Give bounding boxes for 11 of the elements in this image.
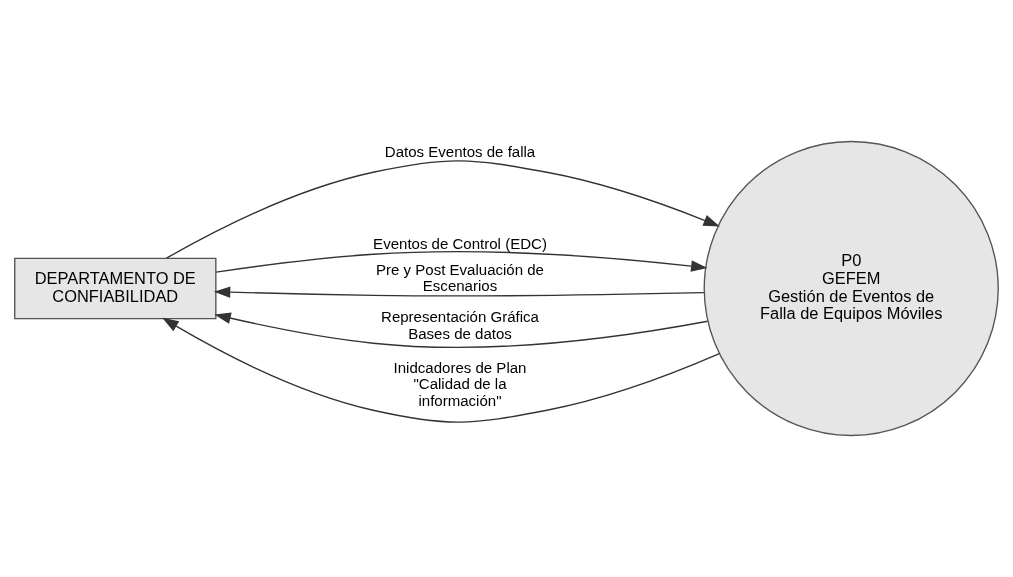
edge-label: Datos Eventos de falla [384, 142, 536, 160]
edge-label: Pre y Post Evaluación de Escenarios [376, 260, 544, 294]
arrow [214, 312, 709, 348]
arrow [165, 160, 720, 259]
edge-label: Representación Gráfica Bases de datos [381, 308, 539, 342]
node-box: DEPARTAMENTO DE CONFIABILIDAD [14, 257, 217, 320]
arrow [162, 317, 721, 423]
edge-label: Inidcadores de Plan "Calidad de la información" [393, 359, 527, 409]
edge-label: Eventos de Control (EDC) [373, 234, 547, 252]
arrow [215, 251, 708, 273]
arrow [213, 286, 705, 298]
